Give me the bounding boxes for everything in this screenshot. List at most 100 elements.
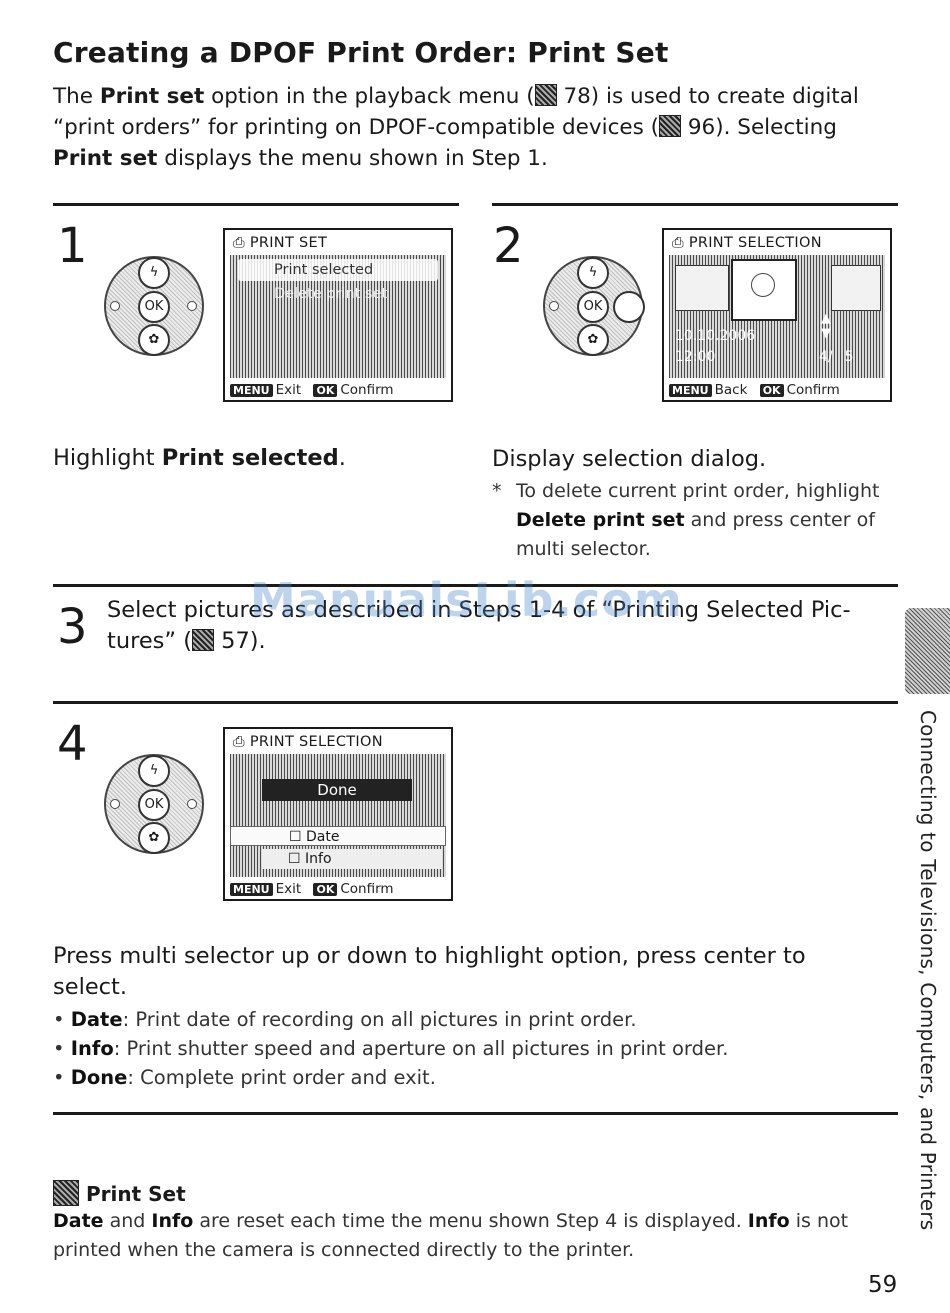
note-line-2: printed when the camera is connected dir… (53, 1239, 635, 1261)
macro-icon: ✿ (577, 324, 609, 356)
right-dot-icon (187, 799, 197, 809)
intro-text: option in the playback menu ( (204, 84, 535, 109)
intro-text: 78) is used to create digital (556, 84, 859, 109)
section-tab (905, 608, 950, 694)
flash-icon: ϟ (138, 755, 170, 787)
right-pressed-icon (613, 291, 645, 323)
frame-counter: 4/5 (819, 349, 854, 365)
menu-key-icon: MENU (669, 384, 712, 397)
flash-icon: ϟ (138, 257, 170, 289)
intro-line-1: The Print set option in the playback men… (53, 81, 859, 112)
thumbnail-next (831, 265, 881, 311)
note-term: Info (747, 1210, 790, 1232)
print-icon: ⎙ (233, 734, 250, 750)
step1-caption: Highlight Print selected. (53, 445, 346, 471)
intro-line-2: “print orders” for printing on DPOF-comp… (53, 112, 837, 143)
option-label: Info (305, 851, 332, 867)
screen-body: Print selected Delete print set (230, 255, 446, 378)
intro-term: Print set (99, 84, 205, 109)
step2-note-star: * (492, 480, 502, 502)
step-number: 4 (57, 716, 88, 772)
divider (53, 584, 898, 587)
page-number: 59 (868, 1272, 898, 1298)
step4-caption-line-1: Press multi selector up or down to highl… (53, 943, 806, 969)
screen-title-text: PRINT SELECTION (688, 235, 822, 251)
multi-selector-icon: ϟ OK ✿ (543, 256, 645, 356)
ok-key-icon: OK (313, 883, 338, 896)
page-title: Creating a DPOF Print Order: Print Set (53, 36, 669, 69)
macro-icon: ✿ (138, 822, 170, 854)
step2-note-line-2: Delete print set and press center of (516, 506, 875, 535)
footer-label: Back (714, 382, 748, 398)
screen-title-text: PRINT SELECTION (249, 734, 383, 750)
ok-button-icon: OK (577, 291, 609, 323)
bullet-item: • Info: Print shutter speed and aperture… (53, 1037, 729, 1060)
thumbnail-prev (675, 265, 729, 311)
note-line-1: Date and Info are reset each time the me… (53, 1210, 848, 1232)
multi-selector-icon: ϟ OK ✿ (104, 754, 204, 854)
step3-text-line-2: tures” ( 57). (107, 628, 266, 654)
bullet-item: • Done: Complete print order and exit. (53, 1066, 436, 1089)
screen-body: ▲▼ 10.10.2006 12:00 4/5 (669, 255, 885, 378)
multi-selector-icon: ϟ OK ✿ (104, 256, 204, 356)
menu-key-icon: MENU (230, 384, 273, 397)
screen-title: ⎙ PRINT SELECTION (233, 734, 383, 750)
info-option: ☐ Info (262, 849, 442, 869)
note-term: Delete print set (516, 509, 685, 531)
screen-title: ⎙ PRINT SET (233, 235, 327, 251)
step3-text-line-1: Select pictures as described in Steps 1-… (107, 597, 851, 623)
caption-term: Print selected (161, 445, 339, 471)
self-timer-icon (110, 799, 120, 809)
intro-term: Print set (53, 146, 158, 171)
note-text: and (103, 1210, 152, 1232)
intro-text: The (53, 84, 100, 109)
caption-text: . (338, 445, 346, 471)
step3-text: 57). (214, 628, 266, 654)
intro-line-3: Print set displays the menu shown in Ste… (53, 143, 548, 174)
date-readout: 10.10.2006 (675, 328, 756, 344)
step-number: 2 (493, 218, 524, 274)
done-option: Done (262, 779, 412, 801)
ok-key-icon: OK (313, 384, 338, 397)
self-timer-icon (110, 301, 120, 311)
bullet-term: Done (70, 1066, 128, 1089)
thumbnail-current (731, 259, 797, 321)
footer-label: Confirm (340, 382, 394, 398)
ok-button-icon: OK (138, 789, 170, 821)
note-term: Info (151, 1210, 194, 1232)
intro-text: “print orders” for printing on DPOF-comp… (53, 115, 660, 140)
step2-caption: Display selection dialog. (492, 446, 767, 472)
footer-label: Confirm (340, 881, 394, 897)
note-heading-text: Print Set (85, 1182, 186, 1206)
watermark: ManualsLib.com (250, 573, 683, 627)
macro-icon: ✿ (138, 324, 170, 356)
checkbox-icon: ☐ (289, 829, 307, 845)
step-number: 3 (57, 599, 88, 655)
date-option: ☐ Date (230, 826, 446, 846)
note-icon (53, 1180, 79, 1206)
print-icon: ⎙ (672, 235, 689, 251)
caption-text: Highlight (53, 445, 162, 471)
bullet-term: Info (70, 1037, 114, 1060)
counter: 4/ (819, 349, 833, 365)
divider (492, 203, 898, 206)
divider (53, 701, 898, 704)
intro-text: displays the menu shown in Step 1. (157, 146, 548, 171)
print-icon: ⎙ (233, 235, 250, 251)
menu-key-icon: MENU (230, 883, 273, 896)
bullet-desc: : Print date of recording on all picture… (122, 1008, 637, 1031)
divider (53, 203, 459, 206)
step4-caption-line-2: select. (53, 974, 128, 1000)
page-reference-icon (192, 629, 214, 651)
page-reference-icon (659, 115, 682, 137)
note-text: are reset each time the menu shown Step … (193, 1210, 748, 1232)
screen-body: Done ☐ Date ☐ Info (230, 754, 446, 877)
checkbox-icon: ☐ (288, 851, 306, 867)
camera-screen-print-selection: ⎙ PRINT SELECTION ▲▼ 10.10.2006 12:00 4/… (662, 228, 892, 402)
step2-note-line-3: multi selector. (516, 538, 651, 560)
divider (53, 1112, 898, 1115)
screen-title-text: PRINT SET (249, 235, 328, 251)
self-timer-icon (549, 301, 559, 311)
